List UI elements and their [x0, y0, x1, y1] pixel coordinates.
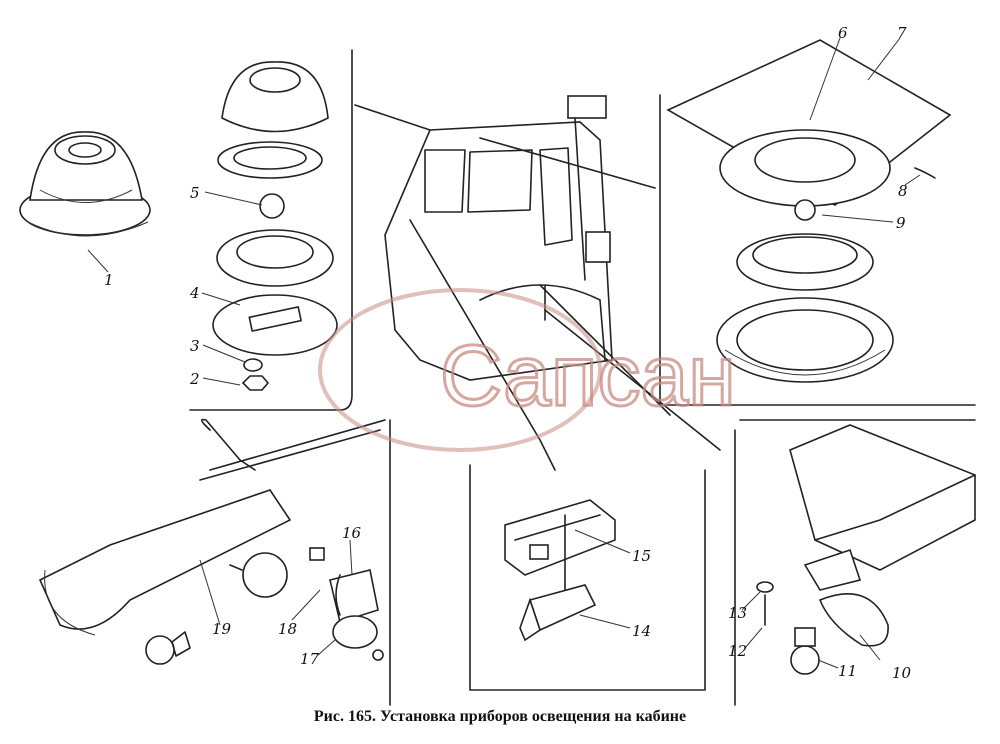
truck-cab — [354, 95, 721, 471]
callout-labels: 1 2 3 4 5 6 7 8 9 10 11 12 13 14 15 16 1… — [104, 24, 912, 682]
callout-2: 2 — [189, 370, 200, 388]
part-1-lamp-dome — [19, 131, 151, 237]
parts-2-5-exploded-lamp — [212, 61, 338, 391]
callout-16: 16 — [342, 524, 362, 542]
callout-18: 18 — [278, 620, 297, 638]
parts-14-15-marker-lamp — [504, 499, 616, 642]
leader-lines — [87, 37, 921, 669]
parts-10-13-step-lamp — [756, 424, 976, 675]
callout-19: 19 — [212, 620, 232, 638]
callout-1: 1 — [104, 271, 114, 289]
callout-11: 11 — [838, 662, 857, 680]
callout-8: 8 — [898, 182, 908, 200]
callout-10: 10 — [892, 664, 912, 682]
parts-6-9-ceiling-lamp — [666, 39, 952, 383]
callout-7: 7 — [897, 24, 907, 42]
callout-9: 9 — [896, 214, 906, 232]
callout-3: 3 — [190, 337, 200, 355]
callout-15: 15 — [632, 547, 651, 565]
watermark-text: Сапсан — [440, 328, 736, 424]
callout-14: 14 — [632, 622, 651, 640]
callout-12: 12 — [728, 642, 747, 660]
callout-5: 5 — [190, 184, 200, 202]
callout-4: 4 — [189, 284, 200, 302]
callout-6: 6 — [838, 24, 848, 42]
figure-caption: Рис. 165. Установка приборов освещения н… — [313, 708, 687, 725]
watermark-group: Сапсан — [318, 288, 737, 452]
callout-13: 13 — [728, 604, 747, 622]
part-19-inspection-lamp — [38, 418, 386, 665]
callout-17: 17 — [300, 650, 320, 668]
parts-16-18-switch — [309, 547, 384, 661]
